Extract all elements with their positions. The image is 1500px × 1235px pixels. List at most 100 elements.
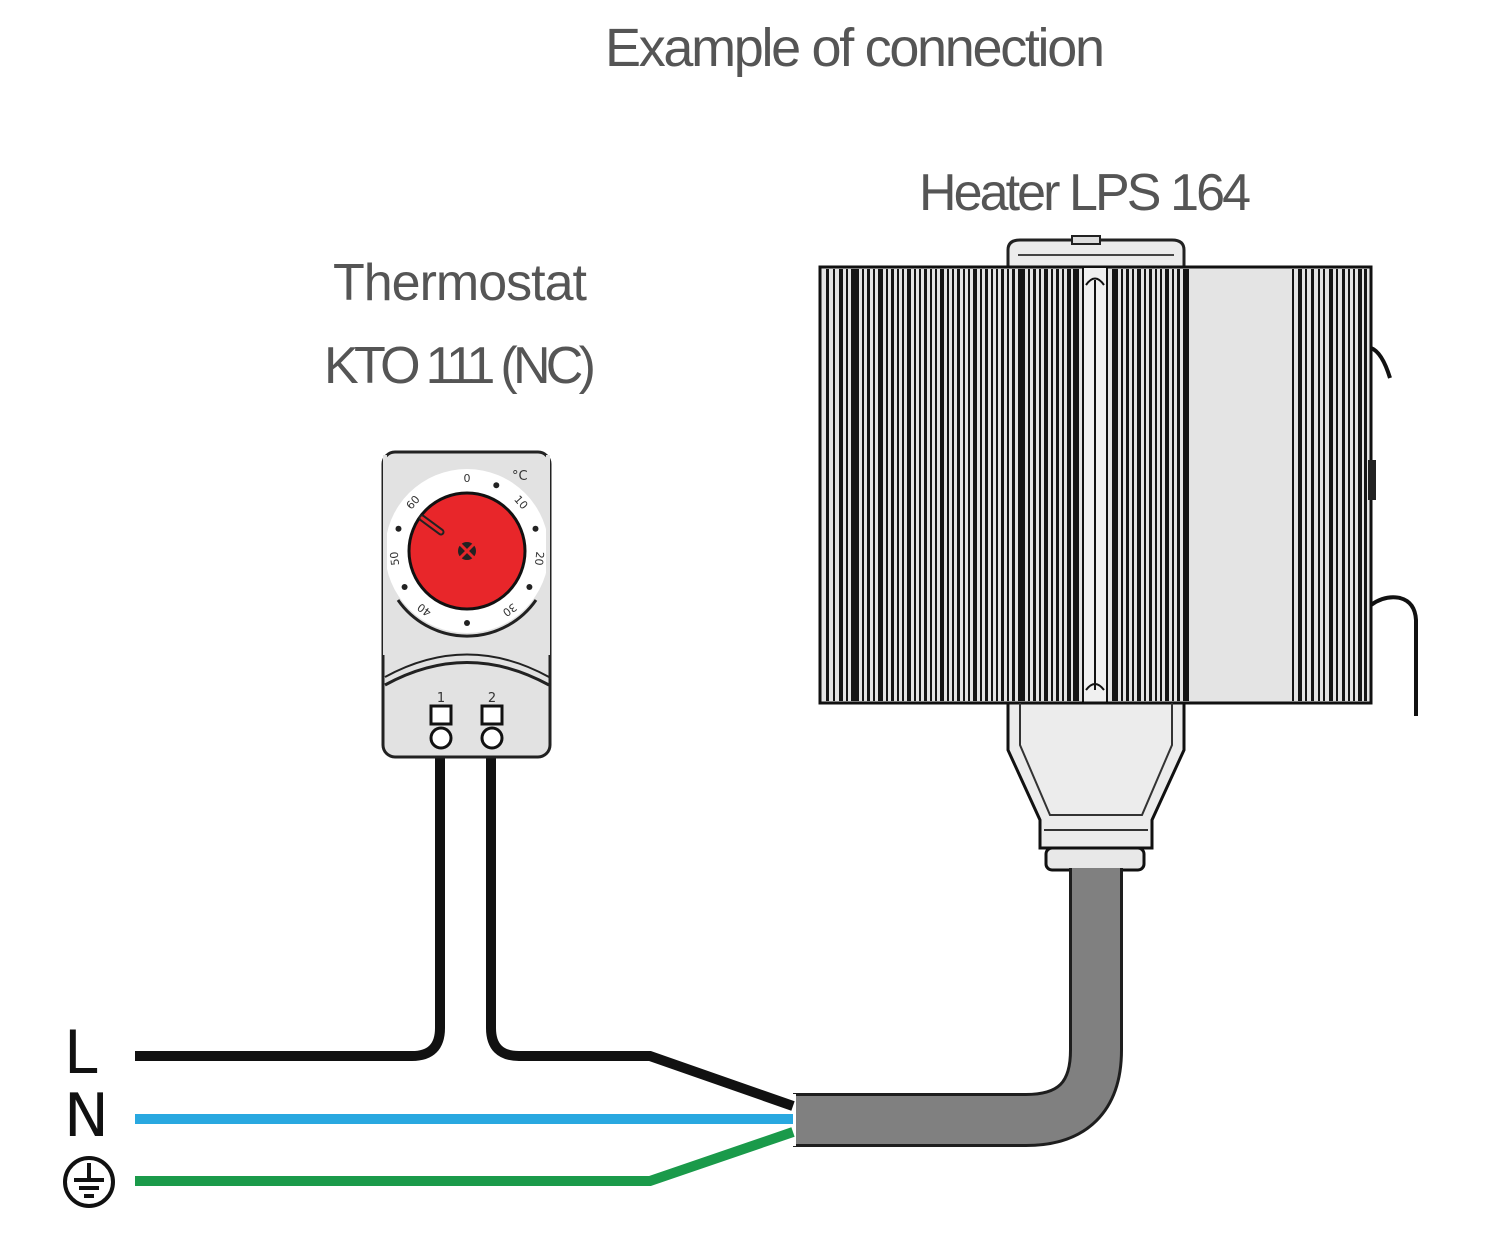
terminal-1-label: 1 [437,691,445,706]
heater-fin [1132,269,1134,701]
heater-fin [947,269,949,701]
heater-fin [1012,269,1015,701]
heater-fin [1121,269,1123,701]
heater-fin [902,269,904,701]
heater-fin [985,269,988,701]
heater-fin [851,269,859,701]
heater-fin [846,269,848,701]
heater-fin [1126,269,1129,701]
heater-fin [1311,269,1314,701]
knob-screw-icon [458,542,476,560]
heater-fin [973,269,977,701]
heater-fin [1149,269,1152,701]
heater-fin [914,269,916,701]
heater-bottom-housing [1006,701,1186,850]
heater-fin [940,269,944,701]
heater-fin [919,269,921,701]
heater-fin [1329,269,1333,701]
thermostat-model-label: KTO 111 (NC) [324,337,596,395]
heater-fin [1051,269,1053,701]
thermostat-label: Thermostat [333,254,588,312]
heater-fin [839,269,843,701]
heater-fin [957,269,960,701]
heater-fin [1044,269,1048,701]
heater-cable-gland [1044,846,1146,872]
heater-fin [1298,269,1302,701]
heater-fin [1007,269,1009,701]
heater-fin [1348,269,1350,701]
dial-scale-dot [526,584,533,590]
heater-fin [1183,269,1189,701]
heater-fin [1112,269,1118,701]
wiring: L N [63,742,1123,1208]
heater-fin [878,269,883,701]
terminal-1-screw[interactable] [429,704,453,726]
live-label: L [64,1018,98,1088]
heater-fin [1336,269,1338,701]
heater-fin [1177,269,1180,701]
earth-wire [135,1127,795,1186]
heater-fin [1353,269,1355,701]
dial-scale-label: 50 [388,551,402,566]
neutral-label: N [64,1081,109,1151]
heater-fin [991,269,993,701]
heater-fin [1342,269,1345,701]
heater-label: Heater LPS 164 [919,164,1251,222]
heater-fin [924,269,927,701]
heater-fin [1033,269,1036,701]
terminal-1-port[interactable] [429,726,453,750]
heater-fin [1039,269,1041,701]
heater-fin [935,269,937,701]
dial-scale-dot [493,482,500,489]
heater-cable [793,868,1123,1147]
heater-fin [862,269,864,701]
heater-fins [826,269,1367,701]
unit-label: °C [512,469,528,484]
heater-fin [826,269,829,701]
heater-fin [1358,269,1362,701]
dial-scale-dot [395,525,402,532]
heater-fin [1323,269,1325,701]
dial-scale-dot [401,584,408,590]
switched-live-wire [486,742,795,1111]
dial-scale-dot [464,620,470,626]
heater-fin [1292,269,1294,701]
heater-upper-clip [1370,346,1392,379]
live-wire [135,742,445,1061]
terminal-2-label: 2 [488,691,496,706]
heater-fin [1018,269,1025,701]
heater-fin [873,269,875,701]
heater-fin [996,269,998,701]
terminal-2-screw[interactable] [480,704,504,726]
terminal-2-port[interactable] [480,726,504,750]
dial-scale-label: 20 [532,551,546,566]
heater-fin [968,269,970,701]
heater-fin [1073,269,1079,701]
heater-fin [1364,269,1367,701]
heater-fin [1305,269,1307,701]
heater-fin [930,269,932,701]
heater-fin [963,269,965,701]
heater-fin [1160,269,1162,701]
dial-scale-dot [532,525,539,532]
ground-icon [63,1156,115,1208]
heater-fin [1155,269,1157,701]
heater-fin [897,269,899,701]
heater-fin [907,269,911,701]
dial-scale-label: 0 [464,472,471,485]
heater-fin [1165,269,1169,701]
diagram-title: Example of connection [605,18,1105,78]
heater-fin [1137,269,1141,701]
heater-fin [952,269,954,701]
heater-fin [1172,269,1174,701]
heater-fin [1062,269,1064,701]
heater-fin [886,269,888,701]
heater-fin [1056,269,1059,701]
heater-fin [1067,269,1071,701]
heater-lower-clip [1369,595,1418,716]
heater-fin [833,269,835,701]
heater-fin [891,269,894,701]
heater-fin [1001,269,1004,701]
